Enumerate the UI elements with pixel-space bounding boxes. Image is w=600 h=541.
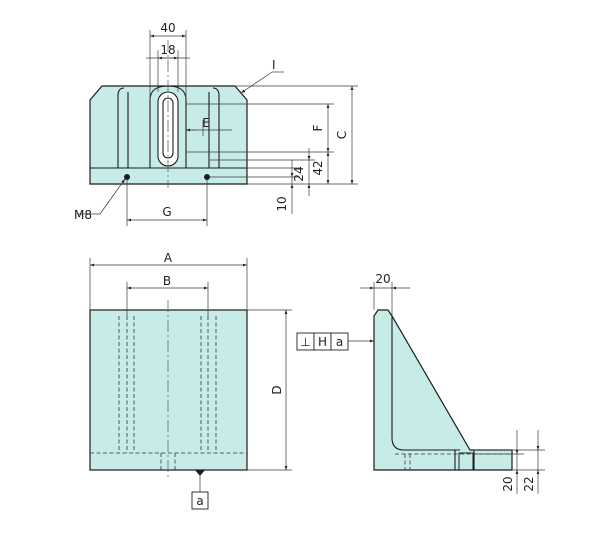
dim-d-label: D xyxy=(270,385,284,394)
top-view-rib-right-outer xyxy=(212,87,220,168)
top-view-slot-inner xyxy=(162,97,174,159)
dim-a-label: A xyxy=(164,251,173,265)
dim-18-label: 18 xyxy=(160,43,175,57)
top-view-rib-left-outer xyxy=(117,87,125,168)
leader-i-label: I xyxy=(272,58,276,72)
tap-hole-left xyxy=(124,174,130,180)
dim-c-label: C xyxy=(335,131,349,139)
dim-g-label: G xyxy=(162,205,171,219)
dim-20-bottom-label: 20 xyxy=(501,476,515,491)
datum-a-label: a xyxy=(196,494,203,508)
dim-20-top-label: 20 xyxy=(375,272,390,286)
side-view-hole xyxy=(458,452,474,471)
tap-hole-right xyxy=(204,174,210,180)
side-view: 20 ⊥ H a 20 22 xyxy=(296,272,545,494)
front-view-body xyxy=(89,309,248,471)
flatness-symbol-label: ⊥ xyxy=(300,335,310,349)
flatness-h-label: H xyxy=(318,335,327,349)
dim-e-label: E xyxy=(202,116,210,130)
flatness-datum-label: a xyxy=(336,335,343,349)
dim-10-label: 10 xyxy=(275,196,289,211)
top-view: 40 18 E I C F 42 xyxy=(74,21,358,226)
dim-f-label: F xyxy=(311,124,325,131)
front-view: A B D a xyxy=(89,251,292,510)
datum-a-box xyxy=(191,491,209,510)
flatness-datum-box xyxy=(330,332,349,351)
leader-m8-line xyxy=(99,178,126,215)
datum-a-triangle xyxy=(195,470,205,476)
dim-40-label: 40 xyxy=(160,21,175,35)
dim-42-label: 42 xyxy=(311,160,325,175)
side-view-inner-profile xyxy=(391,316,460,451)
dim-22-bottom-label: 22 xyxy=(522,476,536,491)
leader-m8-label: M8 xyxy=(74,208,92,222)
dim-b-label: B xyxy=(163,274,171,288)
dim-24-label: 24 xyxy=(292,166,306,181)
leader-i-line xyxy=(240,71,273,94)
